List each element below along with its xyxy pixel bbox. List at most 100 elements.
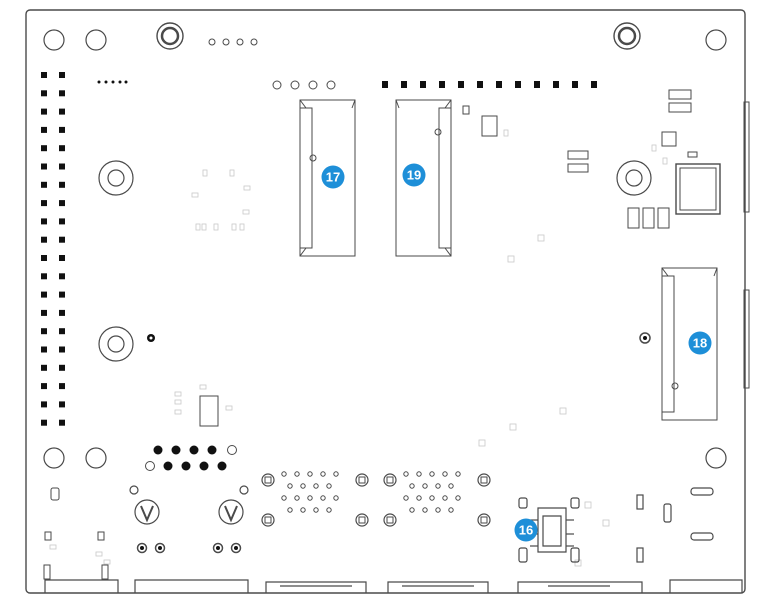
callout-circle: [514, 518, 538, 542]
header-pin-icon: [59, 273, 65, 280]
port-pin-icon: [435, 507, 441, 513]
header-pin-icon: [59, 218, 65, 225]
standoff-hole-icon: [98, 22, 652, 362]
port-pin-icon: [300, 483, 306, 489]
port-pin-icon: [455, 471, 461, 477]
port-pin-icon: [333, 471, 339, 477]
port-pin-icon: [300, 507, 306, 513]
port-pin-icon: [264, 476, 272, 484]
port-pin-icon: [294, 495, 300, 501]
silkscreen-mark: [49, 129, 668, 567]
header-pin-icon: [41, 72, 47, 78]
port-pin-icon: [403, 471, 409, 477]
header-pin-icon: [41, 108, 47, 115]
port-pin-icon: [307, 471, 313, 477]
header-pin-icon: [59, 236, 65, 243]
via-icon: [147, 332, 651, 344]
header-pin-icon: [553, 81, 559, 88]
port-pin-icon: [480, 516, 488, 524]
port-pin-icon: [326, 483, 332, 489]
port-pin-icon: [480, 476, 488, 484]
header-pin-icon: [515, 81, 521, 88]
port-pin-icon: [261, 473, 275, 487]
header-pin-icon: [59, 72, 65, 78]
header-pin-icon: [41, 346, 47, 353]
header-pin-icon: [59, 383, 65, 390]
port-pin-icon: [429, 495, 435, 501]
port-pin-icon: [320, 471, 326, 477]
header-pin-icon: [59, 90, 65, 97]
port-pin-icon: [455, 495, 461, 501]
callout-label: 17: [326, 170, 340, 185]
callout-badge-18: 18: [688, 331, 712, 355]
header-pin-icon: [41, 126, 47, 133]
header-pin-icon: [41, 401, 47, 408]
port-pin-icon: [442, 471, 448, 477]
callout-group: 16 17 18 19: [321, 163, 712, 542]
header-pin-icon: [41, 383, 47, 390]
port-pin-icon: [429, 471, 435, 477]
callout-label: 16: [519, 523, 533, 538]
port-pin-icon: [435, 483, 441, 489]
port-connector-icon: [261, 471, 491, 527]
m2-slot-icon: [661, 267, 718, 421]
header-pin-icon: [41, 309, 47, 316]
header-pin-icon: [41, 218, 47, 225]
board-edge-tab: [743, 289, 750, 389]
port-pin-icon: [355, 473, 369, 487]
callout-label: 19: [407, 168, 421, 183]
port-pin-icon: [416, 471, 422, 477]
header-pin-icon: [59, 108, 65, 115]
header-pin-icon: [41, 236, 47, 243]
header-pin-icon: [572, 81, 578, 88]
header-pin-icon: [382, 81, 388, 88]
header-pin-icon: [59, 200, 65, 207]
header-pin-icon: [458, 81, 464, 88]
port-pin-icon: [287, 483, 293, 489]
header-pin-icon: [59, 145, 65, 152]
callout-circle: [402, 163, 426, 187]
port-pin-icon: [281, 495, 287, 501]
header-pin-icon: [41, 181, 47, 188]
header-pin-icon: [382, 81, 597, 88]
component-outline: [43, 487, 109, 580]
test-pad-icon: [208, 38, 336, 90]
header-pin-icon: [439, 81, 445, 88]
port-pin-icon: [383, 473, 397, 487]
port-pin-icon: [442, 495, 448, 501]
port-pin-icon: [477, 473, 491, 487]
port-pin-icon: [403, 495, 409, 501]
header-pin-icon: [477, 81, 483, 88]
port-pin-icon: [326, 507, 332, 513]
header-pin-icon: [534, 81, 540, 88]
port-pin-icon: [313, 483, 319, 489]
port-pin-icon: [448, 507, 454, 513]
port-pin-icon: [386, 516, 394, 524]
header-pin-icon: [59, 309, 65, 316]
port-pin-icon: [386, 476, 394, 484]
port-pin-icon: [358, 476, 366, 484]
callout-badge-16: 16: [514, 518, 538, 542]
header-pin-icon: [59, 364, 65, 371]
header-pin-icon: [496, 81, 502, 88]
callout-badge-17: 17: [321, 165, 345, 189]
fan-connector-icon: [518, 487, 714, 563]
header-pin-icon: [591, 81, 597, 88]
port-pin-icon: [355, 513, 369, 527]
port-pin-icon: [448, 483, 454, 489]
header-pin-icon: [145, 445, 237, 471]
header-pin-icon: [59, 181, 65, 188]
header-pin-icon: [41, 200, 47, 207]
port-pin-icon: [287, 507, 293, 513]
header-pin-icon: [41, 72, 65, 426]
header-pin-icon: [41, 364, 47, 371]
header-pin-icon: [41, 90, 47, 97]
callout-circle: [321, 165, 345, 189]
port-pin-icon: [422, 507, 428, 513]
callout-badge-19: 19: [402, 163, 426, 187]
callout-circle: [688, 331, 712, 355]
port-pin-icon: [320, 495, 326, 501]
port-pin-icon: [477, 513, 491, 527]
edge-connector-icon: [44, 579, 743, 593]
